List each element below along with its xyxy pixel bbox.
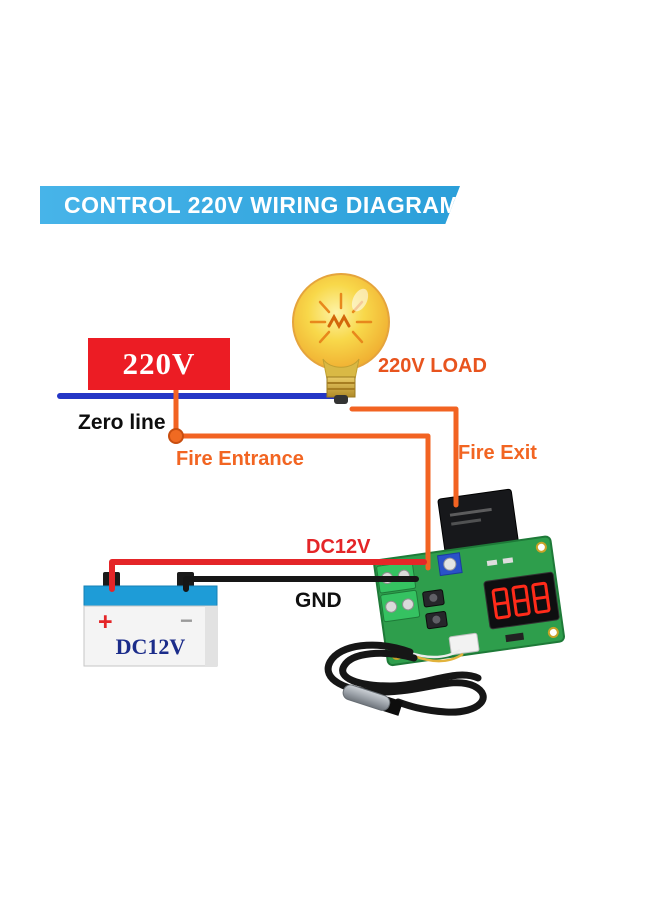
mounting-hole [535,541,547,553]
pcb-board [373,535,565,667]
smd-part [505,632,525,643]
battery-top [83,585,218,609]
fire-exit-wire [349,406,459,508]
probe-tip [342,684,391,711]
battery-body [83,605,218,667]
smd-part [502,557,514,564]
display-digits [491,581,551,620]
battery-plus-mark: + [98,608,113,636]
dc12v-wire [109,559,427,592]
button-cap [429,593,438,602]
relay-text-line [451,518,482,526]
terminal-block [380,589,421,623]
title-banner: CONTROL 220V WIRING DIAGRAM [40,186,460,224]
sensor-cable [324,641,487,716]
gnd-wire-label: GND [295,589,342,612]
sensor-lead-wire [413,652,464,663]
sensor-probe-icon [342,684,404,716]
wires [57,386,459,592]
mounting-hole [547,626,559,638]
terminal-screw [385,600,398,613]
fire-entrance-label: Fire Entrance [176,448,304,470]
button-cap [432,615,441,624]
zero-line-label: Zero line [78,411,166,434]
bulb-icon [292,273,390,404]
bulb-contact [334,395,348,404]
sensor-connector-icon [448,632,480,656]
smd-part [486,559,498,566]
battery-label: DC12V [115,634,186,659]
bulb-screw-base [326,376,356,398]
load-label: 220V LOAD [378,355,487,377]
terminal-screw [402,598,415,611]
banner-title: CONTROL 220V WIRING DIAGRAM [64,191,460,218]
junction-dot [168,428,184,444]
cable-loop [324,641,487,716]
fire-entrance-wire [173,433,431,571]
supply-voltage-label: 220V [122,346,196,381]
cable-loop [339,649,482,690]
supply-voltage-box: 220V [88,338,230,390]
battery-minus-mark: − [180,608,193,633]
battery-icon: + − [83,572,218,667]
fire-exit-label: Fire Exit [458,442,537,464]
bulb-filament [327,313,351,330]
bulb-neck [322,358,360,380]
dc12v-wire-label: DC12V [306,536,371,558]
relay-text-line [449,507,492,517]
battery-shade [205,606,217,666]
bulb-highlight [351,288,369,312]
gnd-wire [183,576,419,592]
controller-board [373,488,565,667]
trimmer-screw [443,557,457,571]
